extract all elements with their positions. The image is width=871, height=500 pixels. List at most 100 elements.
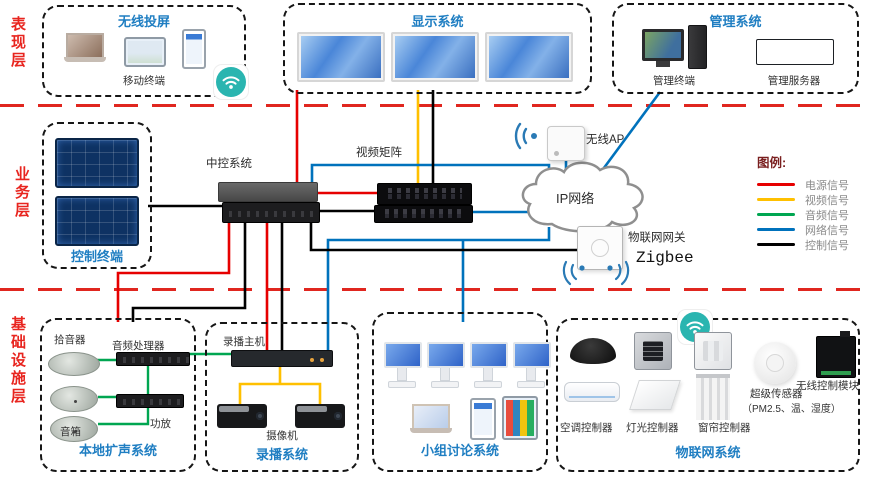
box-local-sound: 拾音器 音频处理器 功放 音箱 本地扩声系统 xyxy=(40,318,196,472)
pc-tower-icon xyxy=(688,25,707,69)
legend-label: 电源信号 xyxy=(805,179,849,192)
central-control-label: 中控系统 xyxy=(206,158,252,170)
amplifier-label: 功放 xyxy=(150,418,171,430)
box-control-terminal: 控制终端 xyxy=(42,122,152,269)
wireless-ap-icon xyxy=(547,126,585,161)
tablet-icon xyxy=(124,37,166,67)
mobile-terminal-label: 移动终端 xyxy=(123,75,165,87)
super-sensor-sublabel: （PM2.5、温、湿度） xyxy=(742,404,841,415)
light-switch-icon xyxy=(634,332,672,370)
box-display-system: 显示系统 xyxy=(283,3,592,94)
iot-gateway-icon xyxy=(577,226,623,270)
video-lines xyxy=(238,90,420,406)
box-discussion: 小组讨论系统 xyxy=(372,312,551,472)
box-iot: 空调控制器 灯光控制器 窗帘控制器 超级传感器 （PM2.5、温、湿度） 无线控… xyxy=(556,310,860,472)
phone-icon xyxy=(182,29,206,69)
legend-item: 控制信号 xyxy=(757,237,849,252)
pickup-mic-icon xyxy=(50,386,98,412)
legend-label: 视频信号 xyxy=(805,194,849,207)
legend-label: 控制信号 xyxy=(805,239,849,252)
layer-separator-top xyxy=(0,104,871,107)
power-lines xyxy=(116,90,380,350)
light-controller-label: 灯光控制器 xyxy=(626,422,679,434)
discussion-title: 小组讨论系统 xyxy=(420,443,499,458)
zigbee-signal-icon xyxy=(562,260,630,286)
amplifier-icon xyxy=(116,394,184,408)
management-system-title: 管理系统 xyxy=(709,14,762,29)
legend-label: 网络信号 xyxy=(805,224,849,237)
pickup-mic-icon xyxy=(48,352,100,376)
wifi-signal-icon xyxy=(514,122,537,150)
zigbee-label: Zigbee xyxy=(636,249,694,267)
curtain-switch-icon xyxy=(694,332,732,370)
wireless-ap-label: 无线AP xyxy=(586,134,625,146)
panel-light-icon xyxy=(629,380,681,410)
wifi-icon xyxy=(214,65,248,99)
management-server-label: 管理服务器 xyxy=(767,75,821,87)
control-lines xyxy=(131,90,578,350)
phone-icon xyxy=(470,398,496,440)
ip-network-label: IP网络 xyxy=(556,191,595,206)
ac-unit-icon xyxy=(564,382,620,402)
legend-title: 图例: xyxy=(757,156,787,170)
audio-lines xyxy=(96,352,232,426)
layer-label-business: 业务层 xyxy=(13,166,30,220)
central-control-unit-icon xyxy=(218,182,318,202)
recording-host-icon xyxy=(231,350,333,367)
management-terminal-icon xyxy=(642,29,684,61)
power-swatch xyxy=(757,183,795,186)
discussion-screen-icon xyxy=(384,342,422,388)
camera-label: 摄像机 xyxy=(266,430,298,442)
video-swatch xyxy=(757,198,795,201)
discussion-screen-icon xyxy=(427,342,465,388)
camera-icon xyxy=(295,404,345,428)
discussion-screen-icon xyxy=(513,342,551,388)
pickup-mic-icon xyxy=(50,416,98,442)
wireless-casting-title: 无线投屏 xyxy=(117,14,170,29)
legend-label: 音频信号 xyxy=(805,209,849,222)
legend-item: 网络信号 xyxy=(757,222,849,237)
layer-label-presentation: 表现层 xyxy=(9,16,26,70)
super-sensor-icon xyxy=(754,342,796,384)
network-swatch xyxy=(757,228,795,231)
display-system-title: 显示系统 xyxy=(411,14,464,29)
iot-gateway-label: 物联网网关 xyxy=(628,232,686,244)
pickup-label: 拾音器 xyxy=(54,334,86,346)
display-monitor-icon xyxy=(391,32,479,82)
laptop-icon xyxy=(410,404,452,433)
speaker-label: 音箱 xyxy=(60,426,81,438)
video-matrix-unit-icon xyxy=(377,183,472,205)
ac-controller-label: 空调控制器 xyxy=(560,422,613,434)
camera-icon xyxy=(217,404,267,428)
box-management-system: 管理系统 管理终端 管理服务器 xyxy=(612,3,859,94)
curtain-icon xyxy=(696,374,730,420)
video-matrix-unit-icon xyxy=(374,205,473,223)
control-terminal-title: 控制终端 xyxy=(70,249,123,264)
audio-swatch xyxy=(757,213,795,216)
management-server-icon xyxy=(756,39,834,65)
touch-panel-icon xyxy=(55,138,139,188)
iot-title: 物联网系统 xyxy=(675,445,741,460)
legend-item: 音频信号 xyxy=(757,207,849,222)
wireless-module-label: 无线控制模块 xyxy=(796,380,859,392)
ac-sensor-icon xyxy=(570,338,616,364)
central-control-unit-icon xyxy=(222,202,320,223)
box-recording: 录播主机 摄像机 录播系统 xyxy=(205,322,359,472)
display-monitor-icon xyxy=(485,32,573,82)
audio-processor-icon xyxy=(116,352,190,366)
box-wireless-casting: 无线投屏 移动终端 xyxy=(42,5,248,99)
laptop-icon xyxy=(64,33,106,62)
discussion-screen-icon xyxy=(470,342,508,388)
recording-host-label: 录播主机 xyxy=(223,336,265,348)
legend-item: 电源信号 xyxy=(757,177,849,192)
layer-label-infrastructure: 基础设施层 xyxy=(9,316,26,406)
wireless-module-icon xyxy=(816,331,856,378)
local-sound-title: 本地扩声系统 xyxy=(78,443,157,458)
recording-title: 录播系统 xyxy=(255,447,308,462)
legend: 图例: 电源信号 视频信号 音频信号 网络信号 控制信号 xyxy=(757,152,849,252)
ip-network-cloud xyxy=(521,161,644,233)
control-swatch xyxy=(757,243,795,246)
audio-processor-label: 音频处理器 xyxy=(112,340,165,352)
management-terminal-label: 管理终端 xyxy=(653,75,695,87)
